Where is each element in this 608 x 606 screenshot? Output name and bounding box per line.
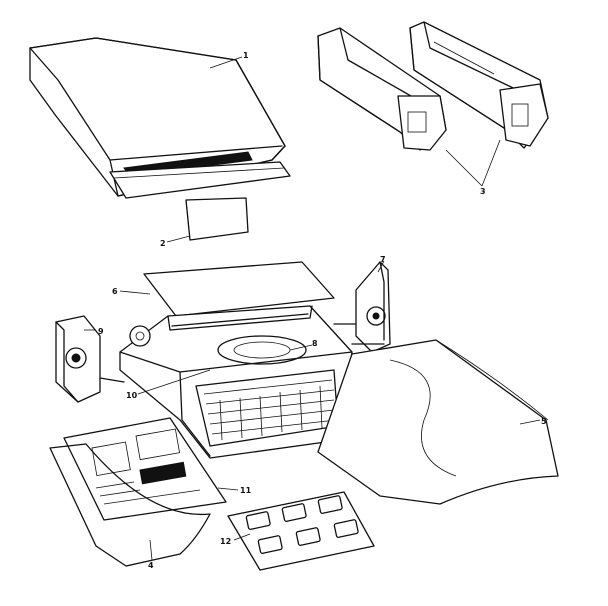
dust-cover (317, 339, 559, 505)
typewriter (119, 305, 353, 459)
callout-4: 4 (148, 561, 154, 570)
right-bracket (333, 261, 391, 353)
callout-8: 8 (312, 339, 318, 348)
card-insert (185, 197, 249, 241)
callout-3: 3 (480, 187, 486, 196)
callout-7: 7 (380, 255, 386, 264)
callout-1: 1 (243, 51, 249, 60)
leader-lines (84, 56, 541, 561)
callout-12: 12 (220, 537, 231, 546)
case-lid (29, 37, 291, 199)
instruction-booklet (63, 417, 227, 521)
paper-sheet (143, 261, 335, 317)
left-bracket (55, 315, 125, 403)
plastic-bag (49, 443, 211, 567)
key-label-sheet (227, 491, 375, 571)
callout-6: 6 (112, 287, 118, 296)
callout-2: 2 (160, 239, 166, 248)
callout-11: 11 (240, 486, 252, 495)
packing-block-left (317, 27, 447, 151)
callout-10: 10 (126, 391, 138, 400)
callout-9: 9 (98, 327, 104, 336)
packing-block-right (409, 21, 549, 149)
keyboard (203, 379, 337, 441)
callout-5: 5 (541, 417, 547, 426)
